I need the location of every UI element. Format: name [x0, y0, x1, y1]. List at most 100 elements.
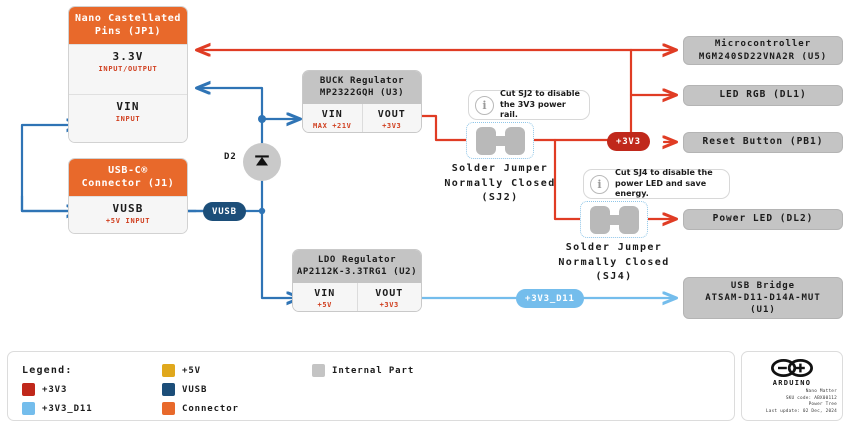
solder-jumper-sj4[interactable] — [580, 201, 648, 238]
solder-jumper-sj2-caption: Solder Jumper Normally Closed (SJ2) — [436, 162, 564, 206]
legend-item-connector: Connector — [162, 402, 312, 415]
legend-label-3v3: +3V3 — [42, 384, 68, 395]
usbc-header-line1: USB-C® — [108, 165, 148, 176]
sj2-caption-line2: Normally Closed — [444, 177, 556, 189]
ldo-vin: VIN +5V — [293, 283, 357, 311]
sj4-bridge — [609, 214, 619, 225]
sj2-bridge — [495, 135, 505, 146]
usb-bridge-line2: ATSAM-D11-D14A-MUT — [705, 292, 821, 303]
sj4-pad-right — [618, 205, 639, 234]
pin-row-vusb[interactable]: VUSB +5V INPUT — [69, 196, 187, 233]
usbc-header: USB-C® Connector (J1) — [69, 159, 187, 196]
legend-item-3v3-d11: +3V3_D11 — [22, 402, 162, 415]
legend-label-5v: +5V — [182, 365, 201, 376]
part-microcontroller[interactable]: Microcontroller MGM240SD22VNA2R (U5) — [683, 36, 843, 65]
pin-row-3v3[interactable]: 3.3V INPUT/OUTPUT — [69, 44, 187, 94]
legend-label-internal-part: Internal Part — [332, 365, 415, 376]
block-nano-castellated-pins[interactable]: Nano Castellated Pins (JP1) 3.3V INPUT/O… — [68, 6, 188, 143]
stamp-product-name: Nano Matter — [805, 389, 837, 394]
stamp-last-update: Last update: 02 Dec, 2024 — [765, 408, 837, 414]
net-pill-3v3-d11: +3V3_D11 — [516, 289, 584, 308]
arduino-wordmark: ARDUINO — [772, 379, 812, 387]
buck-vin-label: VIN — [321, 109, 343, 121]
usb-bridge-text: USB Bridge ATSAM-D11-D14A-MUT (U1) — [705, 280, 821, 316]
ldo-vout-label: VOUT — [375, 288, 404, 300]
sj4-caption-line2: Normally Closed — [558, 256, 670, 268]
led-rgb-label: LED RGB (DL1) — [719, 89, 807, 101]
sj4-pad-left — [589, 205, 610, 234]
part-led-rgb[interactable]: LED RGB (DL1) — [683, 85, 843, 106]
part-reset-button[interactable]: Reset Button (PB1) — [683, 132, 843, 153]
buck-pins: VIN MAX +21V VOUT +3V3 — [303, 104, 422, 132]
legend-item-internal-part: Internal Part — [312, 364, 720, 377]
usb-bridge-line1: USB Bridge — [730, 280, 796, 291]
callout-sj2-text: Cut SJ2 to disable the 3V3 power rail. — [500, 88, 580, 120]
castellated-header-line1: Nano Castellated — [75, 13, 181, 24]
legend-title: Legend: — [22, 365, 73, 376]
usbc-header-line2: Connector (J1) — [81, 177, 175, 189]
legend-item-vusb: VUSB — [162, 383, 312, 396]
ldo-vout: VOUT +3V3 — [356, 283, 422, 311]
microcontroller-text: Microcontroller MGM240SD22VNA2R (U5) — [699, 38, 827, 62]
legend-panel: Legend: +5V Internal Part +3V3 VUSB +3V — [7, 351, 735, 421]
microcontroller-line1: Microcontroller — [714, 39, 812, 50]
pin-vin-name: VIN — [116, 100, 140, 113]
pin-vin-direction: INPUT — [115, 115, 141, 123]
pin-row-vin[interactable]: VIN INPUT — [69, 94, 187, 142]
power-led-label: Power LED (DL2) — [712, 213, 814, 225]
sj4-caption-line1: Solder Jumper — [565, 242, 663, 253]
diode-d2-label: D2 — [224, 152, 237, 162]
legend-label-connector: Connector — [182, 403, 239, 414]
ldo-pins: VIN +5V VOUT +3V3 — [293, 283, 422, 311]
callout-sj4-text: Cut SJ4 to disable the power LED and sav… — [615, 167, 713, 199]
pin-3v3-name: 3.3V — [112, 50, 144, 63]
microcontroller-line2: MGM240SD22VNA2R (U5) — [698, 51, 828, 62]
sj2-caption-line1: Solder Jumper — [451, 163, 549, 174]
ldo-header: LDO Regulator AP2112K-3.3TRG1 (U2) — [293, 250, 421, 284]
info-icon: i — [475, 95, 494, 115]
castellated-header: Nano Castellated Pins (JP1) — [69, 7, 187, 44]
sj2-pad-left — [475, 126, 496, 155]
buck-header: BUCK Regulator MP2322GQH (U3) — [303, 71, 421, 105]
net-pill-3v3: +3V3 — [607, 132, 650, 151]
buck-header-line1: BUCK Regulator — [319, 76, 405, 86]
buck-vout: VOUT +3V3 — [361, 104, 422, 132]
solder-jumper-sj4-caption: Solder Jumper Normally Closed (SJ4) — [550, 241, 678, 285]
ldo-vin-spec: +5V — [317, 301, 332, 310]
callout-sj2: i Cut SJ2 to disable the 3V3 power rail. — [468, 88, 590, 120]
block-usb-c-connector[interactable]: USB-C® Connector (J1) VUSB +5V INPUT — [68, 158, 188, 234]
legend-swatch-connector — [162, 402, 175, 415]
solder-jumper-sj2[interactable] — [466, 122, 534, 159]
diode-glyph — [255, 155, 269, 166]
legend-label-3v3-d11: +3V3_D11 — [42, 403, 93, 414]
legend-swatch-vusb — [162, 383, 175, 396]
castellated-header-line2: Pins (JP1) — [94, 25, 162, 37]
callout-sj4: i Cut SJ4 to disable the power LED and s… — [583, 167, 730, 199]
part-power-led[interactable]: Power LED (DL2) — [683, 209, 843, 230]
sj2-pad-right — [504, 126, 525, 155]
pin-vusb-name: VUSB — [112, 202, 144, 215]
buck-vin-spec: MAX +21V — [312, 122, 352, 131]
part-usb-bridge[interactable]: USB Bridge ATSAM-D11-D14A-MUT (U1) — [683, 277, 843, 319]
buck-header-line2: MP2322GQH (U3) — [319, 87, 405, 98]
block-buck-regulator[interactable]: BUCK Regulator MP2322GQH (U3) VIN MAX +2… — [302, 70, 422, 133]
title-block: ARDUINO Nano Matter SKU code: ABX00112 P… — [741, 351, 843, 421]
ldo-vout-spec: +3V3 — [379, 301, 399, 310]
buck-vout-label: VOUT — [377, 109, 406, 121]
sj4-caption-line3: (SJ4) — [595, 271, 633, 282]
net-pill-vusb: VUSB — [203, 202, 246, 221]
legend-item-5v: +5V — [162, 364, 312, 377]
stamp-sku: SKU code: ABX00112 — [785, 395, 837, 401]
buck-vout-spec: +3V3 — [382, 122, 402, 131]
arduino-infinity-logo-icon — [771, 359, 813, 377]
legend-swatch-3v3 — [22, 383, 35, 396]
block-ldo-regulator[interactable]: LDO Regulator AP2112K-3.3TRG1 (U2) VIN +… — [292, 249, 422, 312]
legend-swatch-5v — [162, 364, 175, 377]
sj2-caption-line3: (SJ2) — [481, 192, 519, 203]
usb-bridge-line3: (U1) — [750, 305, 776, 316]
legend-swatch-internal-part — [312, 364, 325, 377]
ldo-header-line2: AP2112K-3.3TRG1 (U2) — [296, 266, 418, 277]
legend-grid: Legend: +5V Internal Part +3V3 VUSB +3V — [22, 361, 720, 418]
ldo-header-line1: LDO Regulator — [317, 255, 397, 265]
